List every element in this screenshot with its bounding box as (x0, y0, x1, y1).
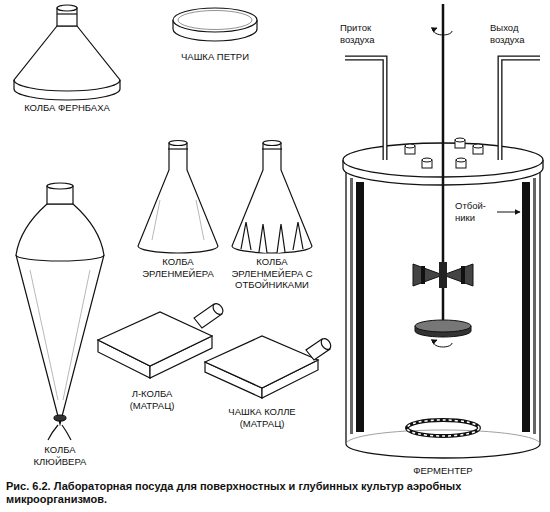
wall-shade (350, 178, 353, 434)
rotation-arrow (434, 340, 452, 347)
part-label: Приток воздуха (340, 22, 395, 45)
flask-mouth (169, 141, 187, 146)
flask-tubes (48, 425, 71, 440)
part-label: КОЛБА КЛЮЙВЕРА (24, 444, 96, 467)
wall-shade (533, 178, 536, 434)
part-label: ЧАШКА КОЛЛЕ (МАТРАЦ) (222, 406, 302, 429)
flask-belt (16, 255, 104, 261)
flask-mouth (263, 141, 281, 146)
flask-base-rim (14, 80, 120, 91)
flask-lip (57, 13, 77, 14)
part-label: КОЛБА ФЕРНБАХА (24, 102, 110, 114)
label-holder: КОЛБА ЭРЛЕНМЕЙЕРА (138, 256, 218, 281)
leader-arrow (497, 212, 520, 213)
dish-lid-inner (178, 11, 252, 30)
part-label: Выход воздуха (490, 22, 546, 45)
kolle-dish (205, 336, 333, 398)
fernbach-flask (14, 5, 120, 100)
flask-top (98, 312, 212, 366)
kluyver-flask (16, 183, 104, 440)
flask-body (14, 26, 120, 100)
sparger-holes (407, 420, 479, 436)
flask-baffles (241, 222, 303, 253)
port-top (473, 144, 483, 148)
part-label: ЧАШКА ПЕТРИ (181, 51, 249, 63)
label-holder: ФЕРМЕНТЕР (388, 460, 498, 478)
part-label: КОЛБА ЭРЛЕНМЕЙЕРА С ОТБОЙНИКАМИ (228, 256, 316, 291)
flask-lip (262, 148, 282, 149)
air-inlet-pipe-bore (345, 58, 385, 160)
label-holder: КОЛБА КЛЮЙВЕРА (24, 444, 96, 469)
impeller-hub (439, 262, 447, 288)
fermenter (343, 4, 543, 458)
port-top (405, 144, 415, 148)
part-label: ФЕРМЕНТЕР (413, 465, 472, 477)
flask-shading (152, 200, 204, 240)
flask-body (138, 143, 218, 253)
flask-frit (54, 415, 66, 421)
air-inlet-pipe (345, 58, 385, 160)
petri-dish (173, 8, 257, 41)
port-top (456, 158, 466, 162)
baffled-erlenmeyer-flask (232, 141, 312, 254)
flask-shading (30, 270, 90, 400)
dish-top (205, 336, 318, 388)
caption-holder: Рис. 6.2. Лабораторная посуда для поверх… (6, 480, 544, 506)
dish-mouth (319, 337, 332, 351)
label-holder: ЧАШКА ПЕТРИ (165, 46, 265, 64)
part-label: Отбой- ники (455, 200, 497, 223)
label-holder: Приток воздуха (340, 22, 395, 47)
sparger-ring (407, 420, 479, 436)
label-holder: Л-КОЛБА (МАТРАЦ) (121, 388, 183, 413)
flask-mouth (47, 183, 73, 189)
label-holder: КОЛБА ЭРЛЕНМЕЙЕРА С ОТБОЙНИКАМИ (228, 256, 316, 292)
air-outlet-pipe (500, 58, 540, 160)
port-top (422, 158, 432, 162)
rotation-arrow (434, 28, 452, 35)
baffle (356, 182, 364, 432)
baffle (522, 182, 530, 432)
figure-caption: Рис. 6.2. Лабораторная посуда для поверх… (6, 480, 544, 506)
label-holder: Отбой- ники (455, 200, 497, 225)
impeller-vane (421, 266, 425, 284)
part-label: Л-КОЛБА (МАТРАЦ) (121, 388, 183, 411)
flask-body (232, 143, 312, 253)
disk-top (415, 320, 471, 332)
flask-lip (168, 148, 188, 149)
flask-body (16, 204, 104, 424)
label-holder: ЧАШКА КОЛЛЕ (МАТРАЦ) (222, 406, 302, 431)
label-holder: КОЛБА ФЕРНБАХА (2, 97, 132, 115)
air-outlet-pipe-bore (500, 58, 540, 160)
erlenmeyer-flask (138, 141, 218, 254)
dish-lid (173, 8, 257, 32)
flask-mouth (211, 302, 225, 316)
part-label: КОЛБА ЭРЛЕНМЕЙЕРА (138, 256, 218, 279)
flask-mouth (57, 5, 77, 11)
port-top (455, 138, 465, 142)
impeller-vane (461, 266, 465, 284)
label-holder: Выход воздуха (490, 22, 546, 47)
